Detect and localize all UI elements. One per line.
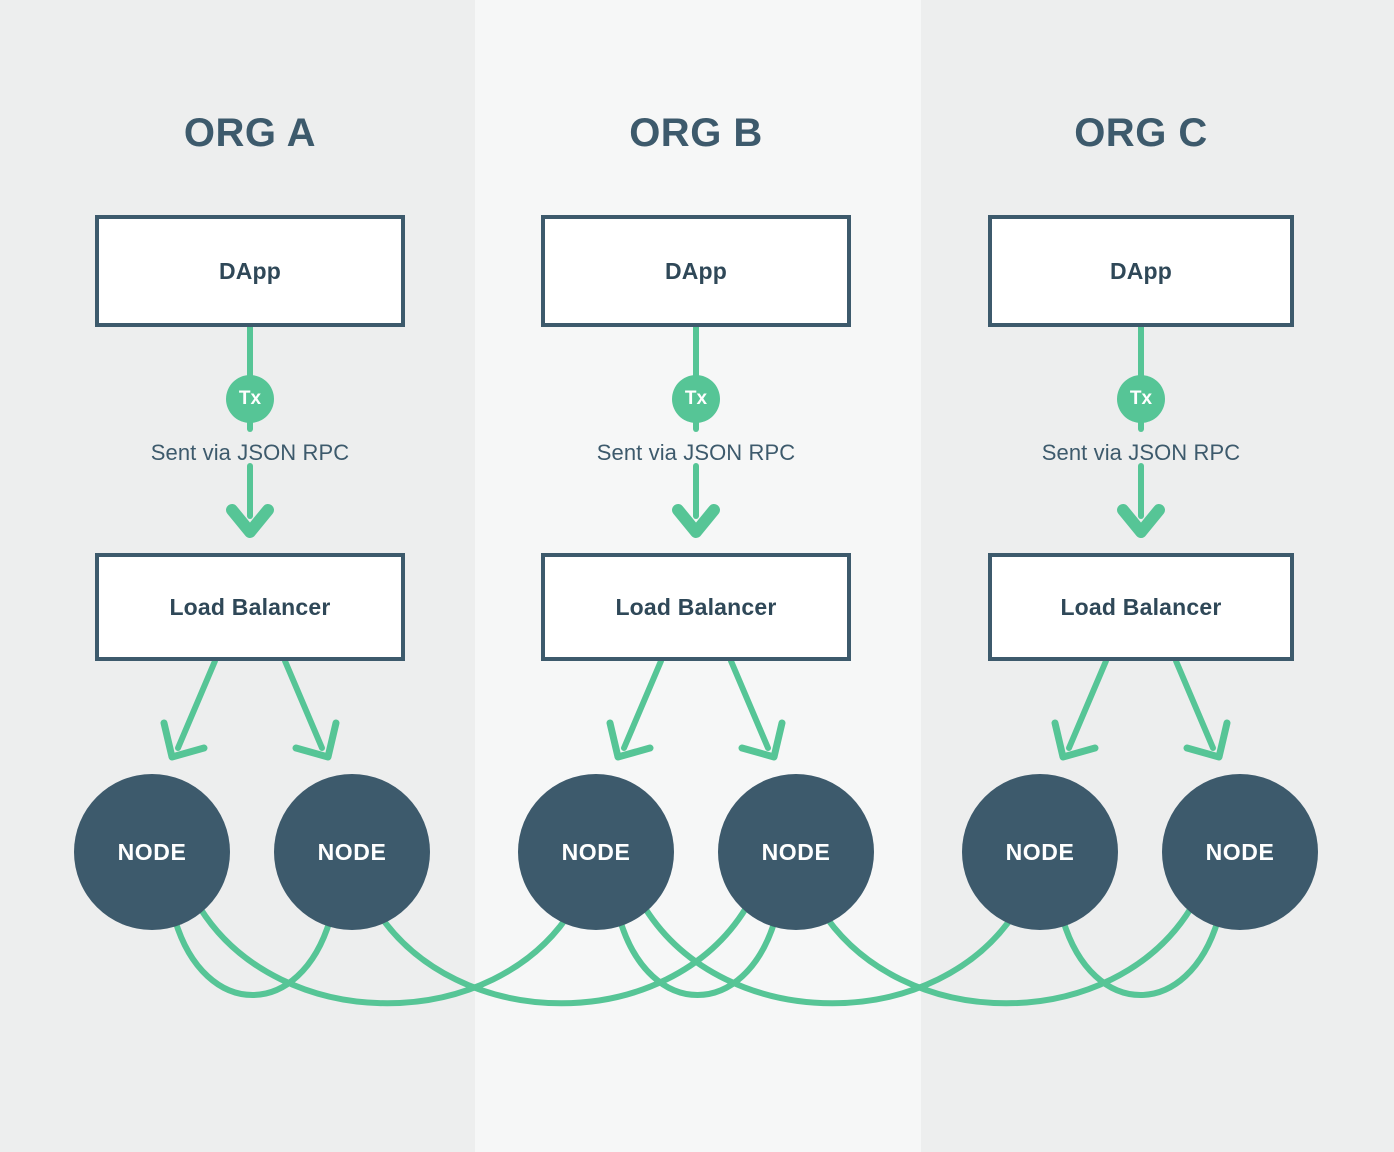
tx-badge-org-b[interactable]: Tx [672, 375, 720, 423]
node-org-c-2[interactable]: NODE [1162, 774, 1318, 930]
load-balancer-label: Load Balancer [169, 593, 331, 620]
tx-label: Tx [684, 388, 708, 409]
rpc-caption-org-b: Sent via JSON RPC [596, 440, 796, 465]
load-balancer-box-org-c[interactable]: Load Balancer [988, 553, 1294, 661]
tx-label: Tx [238, 388, 262, 409]
rpc-caption-org-c: Sent via JSON RPC [1041, 440, 1241, 465]
node-label: NODE [761, 838, 831, 865]
node-label: NODE [317, 838, 387, 865]
node-org-c-1[interactable]: NODE [962, 774, 1118, 930]
rpc-caption-org-a: Sent via JSON RPC [150, 440, 350, 465]
node-label: NODE [117, 838, 187, 865]
load-balancer-label: Load Balancer [615, 593, 777, 620]
dapp-box-org-a[interactable]: DApp [95, 215, 405, 327]
node-org-a-1[interactable]: NODE [74, 774, 230, 930]
tx-label: Tx [1129, 388, 1153, 409]
node-org-b-1[interactable]: NODE [518, 774, 674, 930]
dapp-label: DApp [218, 257, 282, 284]
dapp-label: DApp [664, 257, 728, 284]
node-label: NODE [1005, 838, 1075, 865]
tx-badge-org-a[interactable]: Tx [226, 375, 274, 423]
org-title-c: ORG C [1074, 111, 1208, 155]
dapp-label: DApp [1109, 257, 1173, 284]
dapp-box-org-b[interactable]: DApp [541, 215, 851, 327]
node-label: NODE [1205, 838, 1275, 865]
org-title-b: ORG B [629, 111, 763, 155]
load-balancer-box-org-b[interactable]: Load Balancer [541, 553, 851, 661]
load-balancer-box-org-a[interactable]: Load Balancer [95, 553, 405, 661]
node-org-a-2[interactable]: NODE [274, 774, 430, 930]
node-org-b-2[interactable]: NODE [718, 774, 874, 930]
tx-badge-org-c[interactable]: Tx [1117, 375, 1165, 423]
dapp-box-org-c[interactable]: DApp [988, 215, 1294, 327]
load-balancer-label: Load Balancer [1060, 593, 1222, 620]
org-title-a: ORG A [183, 111, 317, 155]
node-label: NODE [561, 838, 631, 865]
